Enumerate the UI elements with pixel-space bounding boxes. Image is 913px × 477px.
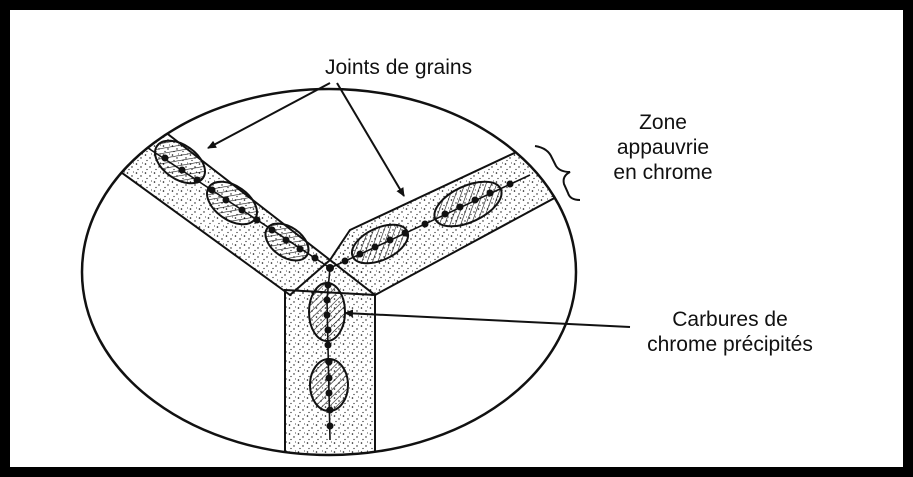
depleted-zone-label-line-1: Zone bbox=[588, 110, 738, 135]
depleted-zone-label-line-3: en chrome bbox=[588, 160, 738, 185]
carbides-label: Carbures de chrome précipités bbox=[630, 307, 830, 357]
depleted-zone-label: Zone appauvrie en chrome bbox=[588, 110, 738, 185]
carbides-label-line-2: chrome précipités bbox=[630, 332, 830, 357]
carbides-label-line-1: Carbures de bbox=[630, 307, 830, 332]
depleted-zone-label-line-2: appauvrie bbox=[588, 135, 738, 160]
grain-boundaries-label: Joints de grains bbox=[325, 55, 472, 80]
